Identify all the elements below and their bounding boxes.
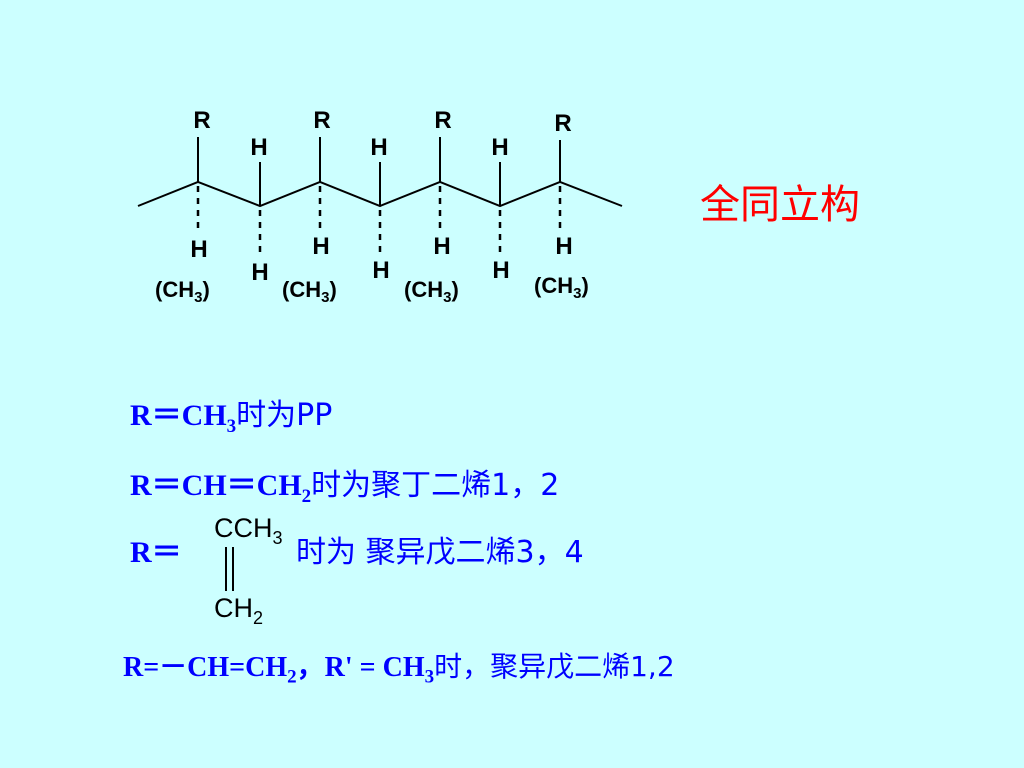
h-bonds-down-dashed (196, 186, 562, 256)
h-bonds-up (259, 162, 501, 206)
line-polybutadiene: R＝CH＝CH2时为聚丁二烯1，2 (130, 460, 559, 508)
line-isoprene-12-sub2: 3 (424, 666, 435, 688)
isopropenyl-substituent: CCH3 CH2 (214, 513, 283, 628)
h-label: H (491, 134, 508, 161)
line-isoprene-34-text: 时为 聚异戊二烯3，4 (296, 535, 584, 570)
svg-text:(CH3): (CH3) (155, 277, 210, 306)
ch3-group-label: (CH3) (155, 277, 210, 306)
line-pp-part-a: R＝CH (130, 399, 227, 432)
svg-text:(CH3): (CH3) (404, 277, 459, 306)
line-isoprene-34-prefix: R＝ (130, 536, 182, 569)
line-isoprene-12-part-b: ，R' = CH (296, 652, 425, 683)
h-label: H (492, 257, 509, 284)
line-polybutadiene-sub: 2 (301, 486, 312, 507)
ch3-group-label: (CH3) (282, 277, 337, 306)
ch3-group-label: (CH3) (404, 277, 459, 306)
h-label: H (190, 236, 207, 263)
line-isoprene-12-part-c: 时，聚异戊二烯1,2 (434, 650, 675, 683)
h-label: H (372, 257, 389, 284)
svg-text:(CH3): (CH3) (534, 273, 589, 302)
r-label: R (193, 107, 210, 134)
h-label: H (250, 134, 267, 161)
ch3-group-label: (CH3) (534, 273, 589, 302)
line-isoprene-12: R=－CH=CH2，R' = CH3时，聚异戊二烯1,2 (123, 645, 675, 689)
r-label: R (554, 110, 571, 137)
h-label: H (433, 233, 450, 260)
line-isoprene-34-suffix: 时为 聚异戊二烯3，4 (296, 527, 584, 571)
line-pp: R＝CH3时为PP (130, 390, 332, 438)
h-label: H (370, 134, 387, 161)
substituent-bottom-label: CH2 (214, 593, 263, 628)
isotactic-title: 全同立构 (700, 182, 860, 228)
line-isoprene-12-part-a: R=－CH=CH (123, 652, 288, 683)
line-polybutadiene-part-b: 时为聚丁二烯1，2 (311, 468, 560, 503)
h-label: H (312, 233, 329, 260)
line-pp-sub: 3 (226, 416, 237, 437)
svg-text:(CH3): (CH3) (282, 277, 337, 306)
r-label: R (434, 107, 451, 134)
r-label: R (313, 107, 330, 134)
line-polybutadiene-part-a: R＝CH＝CH (130, 469, 302, 502)
h-label: H (251, 259, 268, 286)
line-isoprene-12-sub1: 2 (287, 666, 297, 688)
h-label: H (555, 233, 572, 260)
line-pp-part-b: 时为PP (236, 398, 333, 433)
polymer-chain-diagram: R R R R H H H H H H H H H H (CH3) (CH3) … (137, 107, 623, 306)
r-bonds (197, 137, 561, 182)
substituent-top-label: CCH3 (214, 513, 283, 548)
